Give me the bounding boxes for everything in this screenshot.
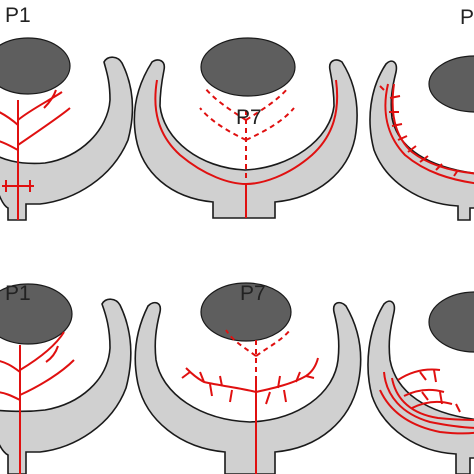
lens-top-middle — [200, 37, 296, 97]
vessels-bottom-middle — [181, 357, 319, 474]
eye-bottom-left: P1 — [0, 282, 132, 474]
label-top-middle: P7 — [236, 106, 262, 129]
lens-bottom-right — [428, 291, 474, 353]
eye-top-middle: P7 — [133, 37, 358, 219]
label-bottom-left: P1 — [5, 282, 31, 305]
label-top-left: P1 — [5, 4, 31, 27]
eye-bottom-middle: P7 — [134, 282, 362, 474]
retina-cup-top-left — [0, 56, 134, 221]
lens-bottom-left — [0, 283, 73, 345]
eye-top-left: P1 — [0, 4, 134, 221]
label-top-right: P — [460, 6, 474, 29]
vessels-top-middle — [154, 79, 339, 218]
eye-top-right: P — [369, 6, 474, 221]
retina-cup-top-middle — [133, 59, 358, 219]
lens-top-left — [0, 37, 71, 95]
retina-cup-bottom-left — [0, 298, 132, 474]
vessels-bottom-left — [0, 331, 75, 474]
vessels-dashed-bottom-middle — [225, 329, 291, 376]
lens-top-right — [428, 55, 474, 113]
vessels-bottom-right — [379, 368, 474, 435]
label-bottom-middle: P7 — [240, 282, 266, 305]
vessels-top-right — [379, 83, 474, 185]
retina-cup-bottom-middle — [134, 301, 362, 474]
eye-bottom-right — [367, 291, 474, 474]
vessels-top-left — [0, 89, 71, 220]
retina-cup-bottom-right — [367, 300, 474, 474]
lens-bottom-middle — [200, 282, 292, 342]
vessels-dashed-top-middle — [199, 87, 295, 180]
